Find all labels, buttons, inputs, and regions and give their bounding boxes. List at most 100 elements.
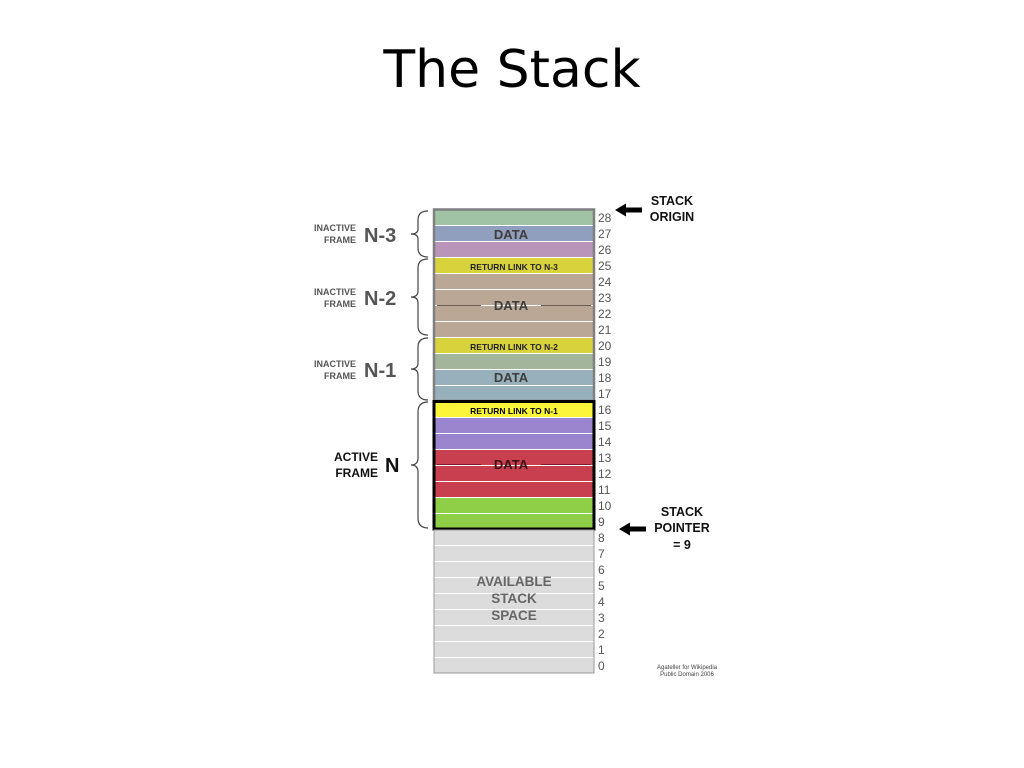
stack-index-10: 10 <box>598 499 612 513</box>
stack-index-5: 5 <box>598 579 605 593</box>
stack-index-18: 18 <box>598 371 612 385</box>
stack-index-9: 9 <box>598 515 605 529</box>
stack-index-21: 21 <box>598 323 612 337</box>
stack-cell-5 <box>434 578 594 593</box>
stack-cell-27 <box>434 226 594 241</box>
stack-index-26: 26 <box>598 243 612 257</box>
n1-frame-big-label: N-1 <box>364 360 396 382</box>
stack-pointer-label-line1: STACK <box>661 505 703 519</box>
n-frame-small-line1: ACTIVE <box>334 450 378 464</box>
available-space-border <box>433 529 595 674</box>
n3-frame-big-label: N-3 <box>364 225 396 247</box>
stack-index-2: 2 <box>598 627 605 641</box>
n3-frame-small-line1: INACTIVE <box>314 223 356 233</box>
stack-cell-22 <box>434 306 594 321</box>
return-link-n3-label: RETURN LINK TO N-3 <box>470 262 558 272</box>
n2-frame-brace <box>410 258 429 336</box>
return-link-n1-label: RETURN LINK TO N-1 <box>470 406 558 416</box>
n3-data-label: DATA <box>494 227 529 242</box>
stack-origin-label-line1: STACK <box>651 194 693 208</box>
stack-cell-24 <box>434 274 594 289</box>
n3-frame-small-line2: FRAME <box>324 235 356 245</box>
stack-cell-4 <box>434 594 594 609</box>
stack-index-28: 28 <box>598 211 612 225</box>
stack-index-4: 4 <box>598 595 605 609</box>
stack-cell-1 <box>434 642 594 657</box>
n-frame-brace <box>410 401 429 529</box>
active-frame-border <box>432 400 596 531</box>
stack-cell-9 <box>434 514 594 529</box>
stack-index-7: 7 <box>598 547 605 561</box>
stack-cell-21 <box>434 322 594 337</box>
stack-cell-3 <box>434 610 594 625</box>
stack-index-12: 12 <box>598 467 612 481</box>
stack-cell-17 <box>434 386 594 401</box>
stack-index-15: 15 <box>598 419 612 433</box>
stack-cell-28 <box>434 210 594 225</box>
stack-index-20: 20 <box>598 339 612 353</box>
stack-cell-2 <box>434 626 594 641</box>
stack-cell-8 <box>434 530 594 545</box>
stack-index-19: 19 <box>598 355 612 369</box>
data-lines <box>437 305 591 465</box>
stack-index-14: 14 <box>598 435 612 449</box>
n1-frame-small-line2: FRAME <box>324 371 356 381</box>
stack-pointer-label-line3: = 9 <box>673 538 691 552</box>
n1-data-label: DATA <box>494 370 529 385</box>
n-data-label: DATA <box>494 457 529 472</box>
stack-index-17: 17 <box>598 387 612 401</box>
stack-cell-18 <box>434 370 594 385</box>
stack-index-6: 6 <box>598 563 605 577</box>
credit-line2: Public Domain 2006 <box>660 672 714 678</box>
stack-cell-6 <box>434 562 594 577</box>
stack-cell-14 <box>434 434 594 449</box>
stack-index-23: 23 <box>598 291 612 305</box>
stack-index-16: 16 <box>598 403 612 417</box>
stack-cell-10 <box>434 498 594 513</box>
n-frame-small-line2: FRAME <box>335 466 378 480</box>
return-link-n2-label: RETURN LINK TO N-2 <box>470 342 558 352</box>
stack-index-24: 24 <box>598 275 612 289</box>
stack-index-8: 8 <box>598 531 605 545</box>
credit-line1: Agateller for Wikipedia <box>656 665 718 671</box>
stack-origin-arrow-icon <box>615 203 642 217</box>
stack-cell-25 <box>434 258 594 273</box>
stack-cell-19 <box>434 354 594 369</box>
stack-cell-23 <box>434 290 594 305</box>
stack-cell-15 <box>434 418 594 433</box>
stack-index-25: 25 <box>598 259 612 273</box>
stack-index-13: 13 <box>598 451 612 465</box>
stack-cell-13 <box>434 450 594 465</box>
stack-origin-label-line2: ORIGIN <box>650 210 694 224</box>
n2-frame-small-line2: FRAME <box>324 299 356 309</box>
available-label-line2: STACK <box>491 591 537 606</box>
stack-cell-12 <box>434 466 594 481</box>
n1-frame-brace <box>410 337 429 401</box>
n3-frame-brace <box>410 210 429 258</box>
n2-frame-big-label: N-2 <box>364 288 396 310</box>
stack-index-22: 22 <box>598 307 612 321</box>
stack-index-1: 1 <box>598 643 605 657</box>
stack-cell-16 <box>434 402 594 417</box>
n1-frame-small-line1: INACTIVE <box>314 359 356 369</box>
n2-frame-small-line1: INACTIVE <box>314 287 356 297</box>
stack-cells <box>434 210 594 674</box>
stack-cell-11 <box>434 482 594 497</box>
n-frame-big-label: N <box>385 455 399 477</box>
stack-index-11: 11 <box>598 483 611 497</box>
stack-cell-26 <box>434 242 594 257</box>
n2-data-label: DATA <box>494 298 529 313</box>
stack-cell-7 <box>434 546 594 561</box>
stack-index-27: 27 <box>598 227 612 241</box>
stack-pointer-arrow-icon <box>619 522 646 536</box>
stack-cell-20 <box>434 338 594 353</box>
stack-cell-0 <box>434 658 594 673</box>
stack-indices: 2827262524232221201918171615141312111098… <box>598 211 612 673</box>
slide-title: The Stack <box>383 40 641 100</box>
stack-index-3: 3 <box>598 611 605 625</box>
stack-index-0: 0 <box>598 659 605 673</box>
available-label-line3: SPACE <box>491 608 537 623</box>
available-label-line1: AVAILABLE <box>476 574 551 589</box>
stack-pointer-label-line2: POINTER <box>654 521 710 535</box>
